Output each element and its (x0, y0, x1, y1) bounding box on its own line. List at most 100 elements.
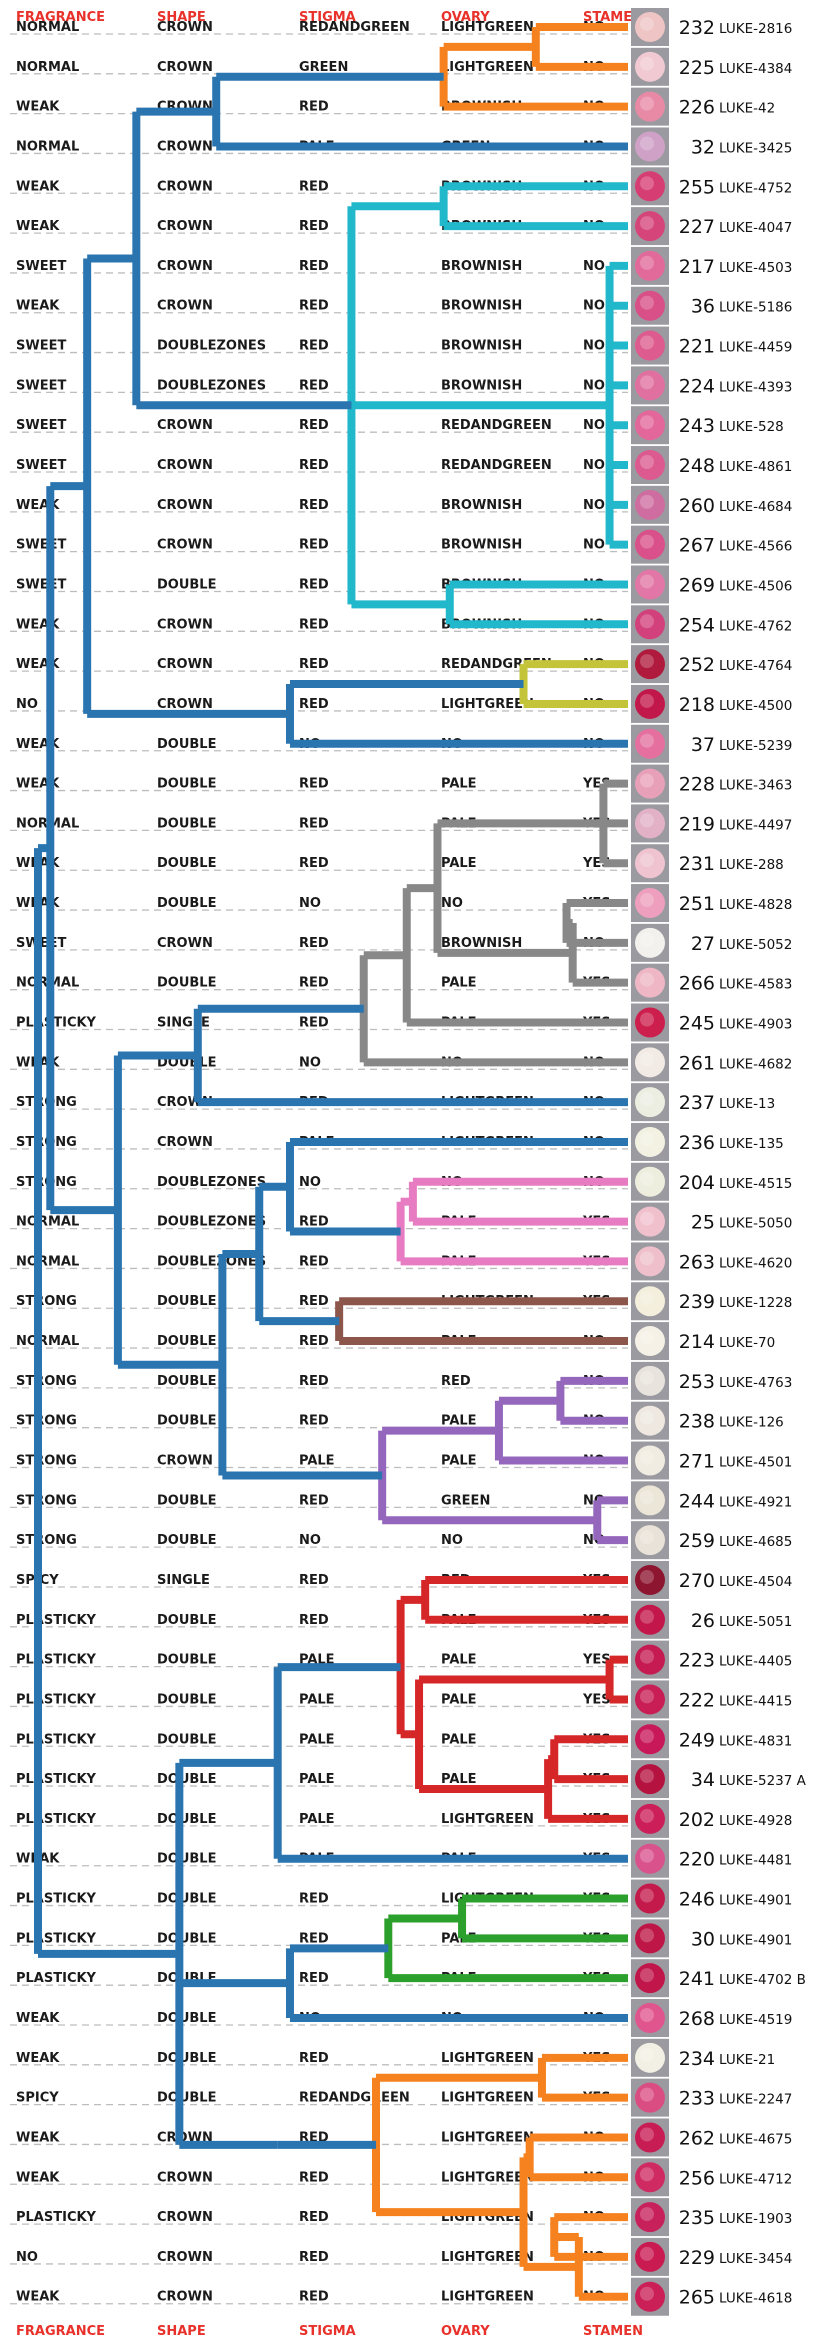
flower-thumbnail (631, 764, 669, 803)
flower-highlight (640, 2167, 654, 2182)
cell-fragrance: WEAK (16, 100, 60, 115)
cell-ovary: LIGHTGREEN (441, 2051, 534, 2066)
accession-number: 30 (691, 1928, 715, 1950)
flower-thumbnail (631, 1242, 669, 1281)
cell-stigma: REDANDGREEN (299, 2091, 410, 2106)
flower-bloom (635, 2241, 665, 2272)
cell-stigma: RED (299, 976, 329, 991)
cell-ovary: PALE (441, 1653, 477, 1668)
cell-ovary: NO (441, 1533, 463, 1548)
cell-fragrance: PLASTICKY (16, 2210, 97, 2225)
cell-fragrance: WEAK (16, 219, 60, 234)
cell-stigma: PALE (299, 1772, 335, 1787)
leaf-label: LUKE-1228 (719, 1295, 792, 1311)
flower-bloom (635, 728, 665, 759)
accession-number: 263 (679, 1251, 715, 1273)
cell-stigma: RED (299, 1254, 329, 1269)
cell-shape: DOUBLEZONES (157, 378, 266, 393)
flower-thumbnail (631, 1282, 669, 1321)
flower-highlight (640, 1490, 654, 1505)
cell-fragrance: STRONG (16, 1374, 77, 1389)
leaf-label: LUKE-135 (719, 1136, 784, 1152)
accession-number: 202 (679, 1809, 715, 1831)
accession-number: 25 (691, 1212, 715, 1234)
cell-stigma: RED (299, 1215, 329, 1230)
flower-thumbnail (631, 366, 669, 405)
flower-bloom (635, 1724, 665, 1755)
flower-bloom (635, 1684, 665, 1715)
flower-bloom (635, 1644, 665, 1675)
cell-stigma: RED (299, 617, 329, 632)
flower-highlight (640, 614, 654, 629)
cell-ovary: GREEN (441, 1493, 490, 1508)
flower-bloom (635, 1286, 665, 1317)
accession-number: 254 (679, 614, 715, 636)
flower-thumbnail (631, 87, 669, 126)
flower-bloom (635, 1047, 665, 1078)
cell-shape: CROWN (157, 617, 213, 632)
cell-fragrance: WEAK (16, 299, 60, 314)
cell-shape: DOUBLE (157, 2091, 216, 2106)
accession-number: 269 (679, 574, 715, 596)
cell-shape: DOUBLEZONES (157, 1175, 266, 1190)
cell-fragrance: PLASTICKY (16, 1931, 97, 1946)
flower-bloom (635, 2122, 665, 2153)
accession-number: 224 (679, 375, 715, 397)
cell-shape: CROWN (157, 936, 213, 951)
cell-shape: DOUBLE (157, 1772, 216, 1787)
flower-highlight (640, 2246, 654, 2261)
leaf-label: LUKE-288 (719, 857, 784, 873)
flower-highlight (640, 932, 654, 947)
cell-ovary: BROWNISH (441, 538, 522, 553)
cell-stigma: NO (299, 1055, 321, 1070)
leaf-label: LUKE-4682 (719, 1056, 792, 1072)
cell-ovary: LIGHTGREEN (441, 1812, 534, 1827)
flower-bloom (635, 2082, 665, 2113)
cell-stigma: RED (299, 378, 329, 393)
flower-thumbnail (631, 1959, 669, 1998)
leaf-label: LUKE-4828 (719, 897, 792, 913)
flower-bloom (635, 1126, 665, 1157)
cell-stigma: RED (299, 2170, 329, 2185)
cell-stamen: YES (582, 1692, 611, 1707)
leaf-label: LUKE-5050 (719, 1216, 792, 1232)
accession-number: 225 (679, 57, 715, 79)
flower-bloom (635, 12, 665, 42)
cell-stamen: NO (583, 339, 605, 354)
cell-shape: DOUBLE (157, 1892, 216, 1907)
flower-thumbnail (631, 1441, 669, 1480)
cell-ovary: REDANDGREEN (441, 458, 552, 473)
leaf-label: LUKE-4831 (719, 1733, 792, 1749)
flower-thumbnail (631, 1760, 669, 1799)
flower-bloom (635, 211, 665, 242)
flower-highlight (640, 1968, 654, 1983)
flower-bloom (635, 1166, 665, 1197)
cell-ovary: BROWNISH (441, 378, 522, 393)
accession-number: 268 (679, 2008, 715, 2030)
accession-number: 221 (679, 336, 715, 358)
cell-stigma: RED (299, 1892, 329, 1907)
dendrogram-links (34, 23, 628, 2301)
leaf-label: LUKE-4618 (719, 2291, 792, 2307)
accession-number: 217 (679, 256, 715, 278)
cell-stigma: RED (299, 219, 329, 234)
flower-thumbnail (631, 724, 669, 763)
leaf-label: LUKE-1903 (719, 2211, 792, 2227)
cell-shape: CROWN (157, 697, 213, 712)
leaf-label: LUKE-4481 (719, 1853, 792, 1869)
leaf-label: LUKE-4506 (719, 578, 792, 594)
flower-thumbnail (631, 1600, 669, 1639)
cell-shape: DOUBLE (157, 856, 216, 871)
flower-thumbnail (631, 1361, 669, 1400)
flower-thumbnail (631, 2198, 669, 2237)
flower-thumbnail (631, 1162, 669, 1201)
leaf-label: LUKE-3463 (719, 778, 792, 794)
flower-bloom (635, 1326, 665, 1357)
flower-highlight (640, 893, 654, 908)
cell-stigma: RED (299, 1971, 329, 1986)
cell-stigma: PALE (299, 1692, 335, 1707)
cell-stigma: RED (299, 538, 329, 553)
flower-thumbnail (631, 1202, 669, 1241)
